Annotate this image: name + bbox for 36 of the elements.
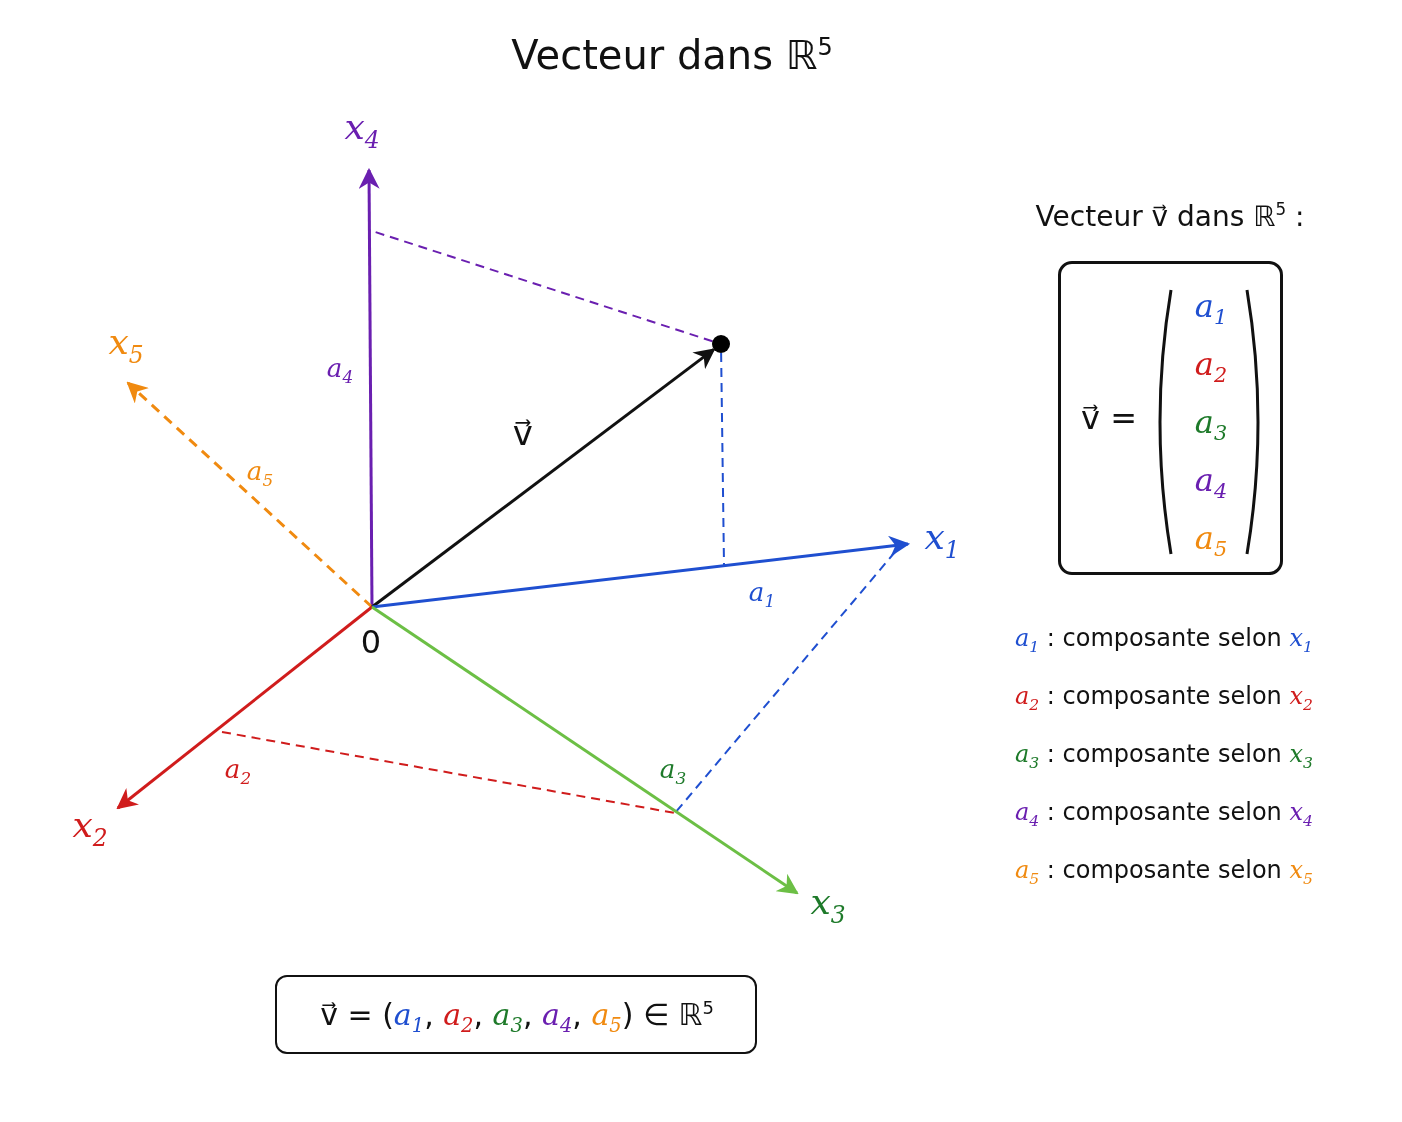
axis-arrow	[371, 605, 799, 895]
axis-arrow	[371, 535, 911, 609]
axis-arrow	[126, 381, 373, 609]
vector-component: a$_{5}$	[1194, 518, 1228, 562]
component-label: a$_{5}$	[246, 455, 274, 491]
vector-endpoint-dot	[712, 335, 730, 353]
axis-label: x$_{4}$	[344, 106, 380, 154]
projection-line	[720, 352, 725, 566]
axis-arrow	[116, 605, 373, 810]
vector-equation: v⃗ =	[1081, 399, 1137, 437]
vector-arrow	[371, 348, 716, 609]
axis-label: x$_{3}$	[810, 881, 846, 929]
legend-text: a$_{4}$ : composante selon x$_{4}$	[1015, 798, 1313, 830]
axis-arrow	[358, 167, 380, 607]
vector-component: a$_{4}$	[1194, 460, 1228, 504]
vector-label: v⃗	[512, 413, 533, 454]
vector-component: a$_{1}$	[1194, 286, 1228, 330]
column-vector-box	[1058, 261, 1283, 575]
vector-component: a$_{2}$	[1194, 344, 1228, 388]
component-label: a$_{1}$	[748, 576, 776, 612]
title: Vecteur dans ℝ$^{5}$	[511, 32, 833, 78]
component-label: a$_{4}$	[326, 352, 354, 388]
legend-text: a$_{5}$ : composante selon x$_{5}$	[1015, 856, 1313, 888]
component-label: a$_{3}$	[659, 753, 687, 789]
component-label: a$_{2}$	[224, 753, 252, 789]
vector-component: a$_{3}$	[1194, 402, 1228, 446]
legend-text: a$_{1}$ : composante selon x$_{1}$	[1015, 624, 1313, 656]
legend-text: a$_{3}$ : composante selon x$_{3}$	[1015, 740, 1313, 772]
vector-formula-box	[275, 975, 757, 1054]
axis-label: x$_{2}$	[72, 804, 108, 852]
vector-formula: v⃗ = (a$_{1}$, a$_{2}$, a$_{3}$, a$_{4}$, a$_{5}$) ∈ ℝ$^{5}$	[320, 997, 714, 1037]
panel-heading: Vecteur v⃗ dans ℝ$^{5}$ :	[1035, 199, 1305, 233]
axis-label: x$_{1}$	[924, 516, 960, 564]
origin-label: 0	[360, 623, 382, 661]
axis-label: x$_{5}$	[108, 321, 144, 369]
legend-text: a$_{2}$ : composante selon x$_{2}$	[1015, 682, 1313, 714]
